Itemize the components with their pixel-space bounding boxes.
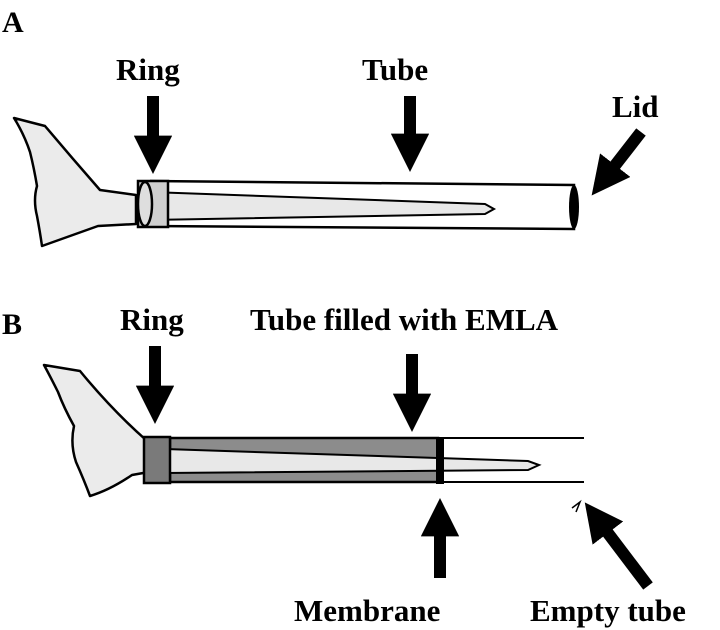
- panel-b: B Ring Tube filled with EMLA Membrane Em…: [2, 302, 686, 628]
- panel-a-letter: A: [2, 6, 24, 39]
- label-ring-b: Ring: [120, 302, 184, 337]
- ring-a-face: [136, 180, 154, 228]
- empty-tube-end-mark: [571, 499, 582, 513]
- panel-b-letter: B: [2, 308, 22, 341]
- membrane: [436, 437, 444, 484]
- panel-a: A Ring Tube Lid: [2, 6, 659, 248]
- label-lid: Lid: [612, 89, 659, 124]
- label-membrane: Membrane: [294, 593, 440, 628]
- label-tube: Tube: [362, 52, 428, 87]
- label-empty-tube: Empty tube: [530, 593, 686, 628]
- arrow-lid: [591, 128, 646, 196]
- lid: [569, 185, 579, 229]
- arrow-empty-tube: [584, 502, 653, 590]
- label-tube-filled: Tube filled with EMLA: [250, 302, 559, 337]
- finger-a: [12, 116, 138, 248]
- ring-b: [142, 435, 172, 485]
- finger-b: [42, 363, 162, 498]
- label-ring-a: Ring: [116, 52, 180, 87]
